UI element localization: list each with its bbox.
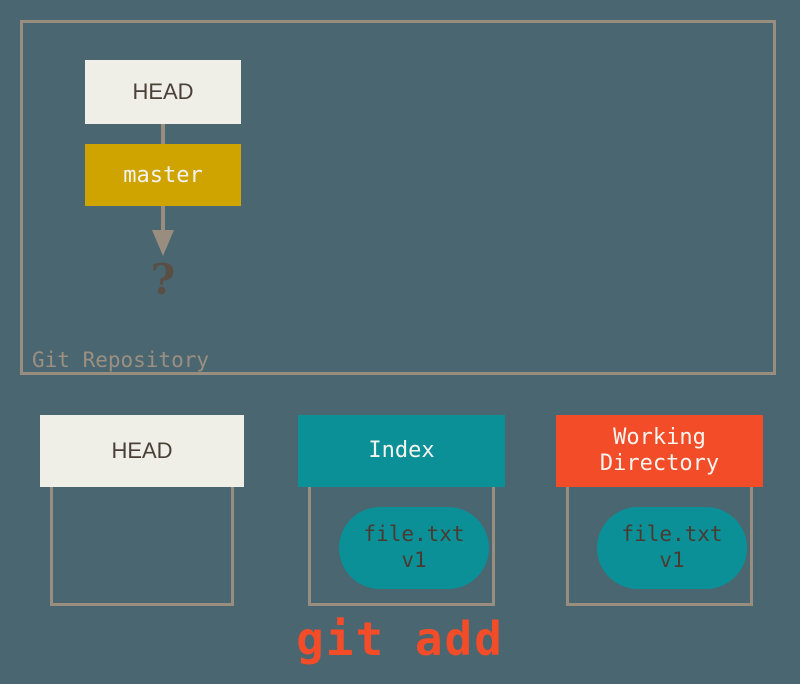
repo-node-master: master [85,144,241,206]
command-caption: git add [296,612,504,666]
connector-head-to-master [161,124,165,144]
panel-index-title: Index [298,415,505,487]
file-blob-index-name: file.txt [363,522,465,547]
panel-working-directory-body: file.txt v1 [566,487,753,606]
repo-node-head-label: HEAD [132,79,194,104]
repo-node-head: HEAD [85,60,241,124]
file-blob-index-version: v1 [401,548,427,572]
file-blob-index: file.txt v1 [339,507,489,589]
panel-head-body [50,487,234,606]
panel-head-title: HEAD [40,415,244,487]
repo-node-master-label: master [123,162,203,188]
git-repository-label: Git Repository [32,348,210,372]
git-repository-frame: HEAD master ? [20,20,776,375]
file-blob-working-directory-version: v1 [659,548,685,572]
unknown-commit-question-mark: ? [150,255,176,304]
panel-working-directory-title-line1: Working [613,425,706,451]
panel-working-directory-title-line2: Directory [599,451,720,476]
file-blob-working-directory: file.txt v1 [597,507,747,589]
arrow-down-icon [152,230,174,256]
file-blob-working-directory-name: file.txt [621,522,723,547]
connector-master-to-commit [161,206,165,233]
panel-index-body: file.txt v1 [308,487,495,606]
panel-working-directory-title: Working Directory [556,415,763,487]
